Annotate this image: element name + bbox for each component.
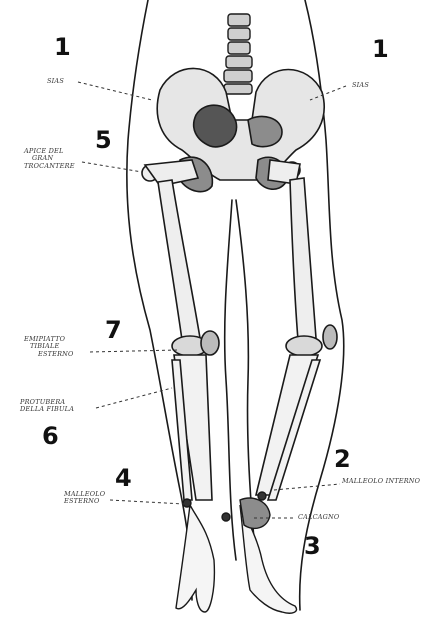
- label-tibial-plateau: EMIPIATTO TIBIALE ESTERNO: [24, 336, 74, 358]
- label-line: ESTERNO: [24, 351, 74, 358]
- label-fibular-head: PROTUBERA DELLA FIBULA: [20, 399, 74, 414]
- label-sias-left: SIAS: [47, 78, 64, 85]
- label-line: DELLA FIBULA: [20, 406, 74, 413]
- number-tibial-plateau: 7: [105, 318, 122, 342]
- tibia-fibula: [172, 355, 320, 500]
- label-line: TROCANTERE: [24, 163, 75, 170]
- label-greater-trochanter: APICE DEL GRAN TROCANTERE: [24, 148, 75, 170]
- number-greater-trochanter: 5: [95, 128, 112, 152]
- number-medial-malleolus: 2: [334, 447, 351, 471]
- number-calcaneus: 3: [304, 534, 321, 558]
- number-lateral-malleolus: 4: [115, 466, 132, 490]
- label-lateral-malleolus: MALLEOLO ESTERNO: [64, 491, 105, 506]
- number-sias-right: 1: [372, 37, 389, 61]
- spine: [224, 14, 252, 94]
- label-line: ESTERNO: [64, 498, 105, 505]
- feet: [176, 492, 297, 613]
- label-calcaneus: CALCAGNO: [298, 514, 339, 521]
- label-sias-right: SIAS: [352, 82, 369, 89]
- number-fibular-head: 6: [42, 424, 59, 448]
- label-medial-malleolus: MALLEOLO INTERNO: [342, 478, 420, 485]
- number-sias-left: 1: [54, 35, 71, 59]
